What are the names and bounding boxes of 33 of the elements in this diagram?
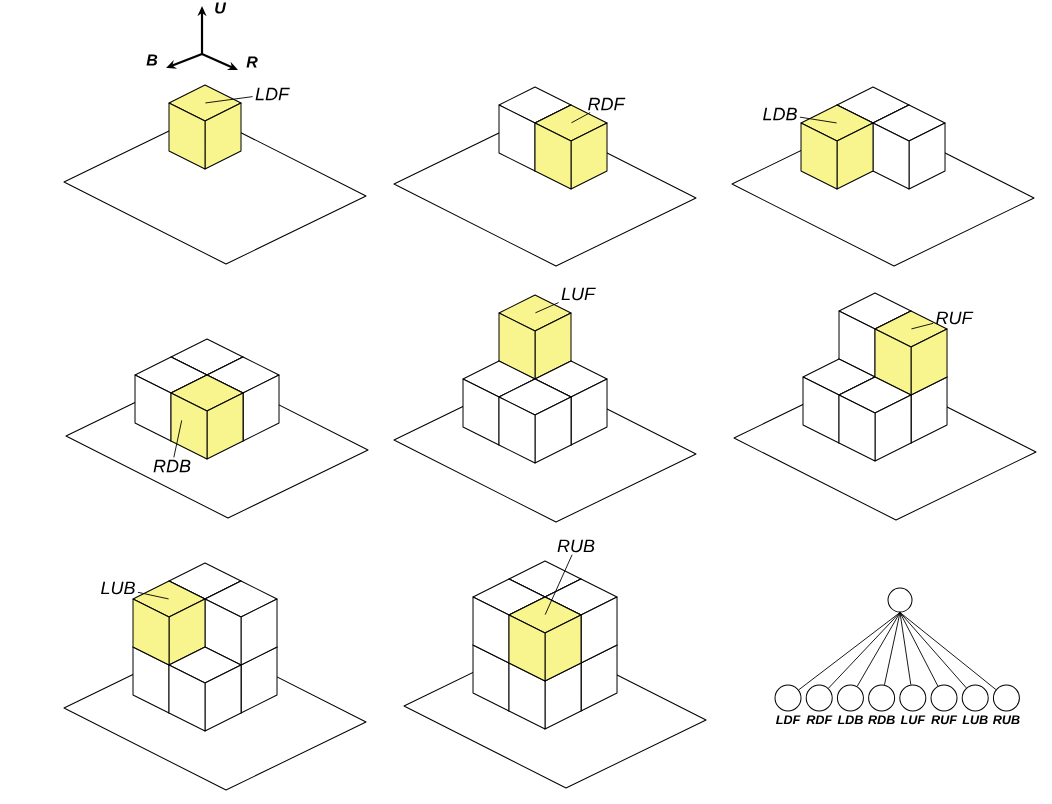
branch-line	[828, 612, 901, 689]
cube-label: RDB	[153, 459, 191, 473]
cube	[132, 580, 206, 666]
cube-label: RUB	[557, 539, 595, 553]
branch-line	[798, 612, 901, 691]
cube	[800, 104, 874, 190]
axis-label: R	[246, 56, 258, 68]
axis-label: U	[215, 2, 227, 14]
branch-line	[899, 612, 939, 687]
cube-label: LDF	[255, 87, 290, 101]
branch-line	[899, 612, 997, 690]
leader-line	[799, 116, 838, 124]
cube	[508, 596, 582, 682]
leader-line	[534, 302, 560, 314]
leader-line	[204, 96, 254, 104]
circle-node	[887, 587, 913, 613]
leader-line	[544, 554, 573, 616]
branch-line	[899, 612, 912, 686]
leader-line	[910, 322, 934, 330]
leader-line	[173, 419, 183, 458]
cube-label: LDB	[763, 107, 797, 121]
cube	[170, 374, 244, 460]
cube-label: LUF	[561, 287, 596, 301]
cube-label: LUB	[101, 581, 135, 595]
branch-line	[856, 612, 901, 687]
branch-line	[884, 612, 901, 686]
cube-label: RUF	[936, 311, 974, 325]
leader-line	[137, 591, 170, 600]
branch-line	[899, 612, 967, 689]
axis-label: B	[146, 54, 158, 66]
cube-label: RDF	[588, 97, 626, 111]
leader-line	[570, 112, 591, 124]
cube	[168, 84, 242, 170]
